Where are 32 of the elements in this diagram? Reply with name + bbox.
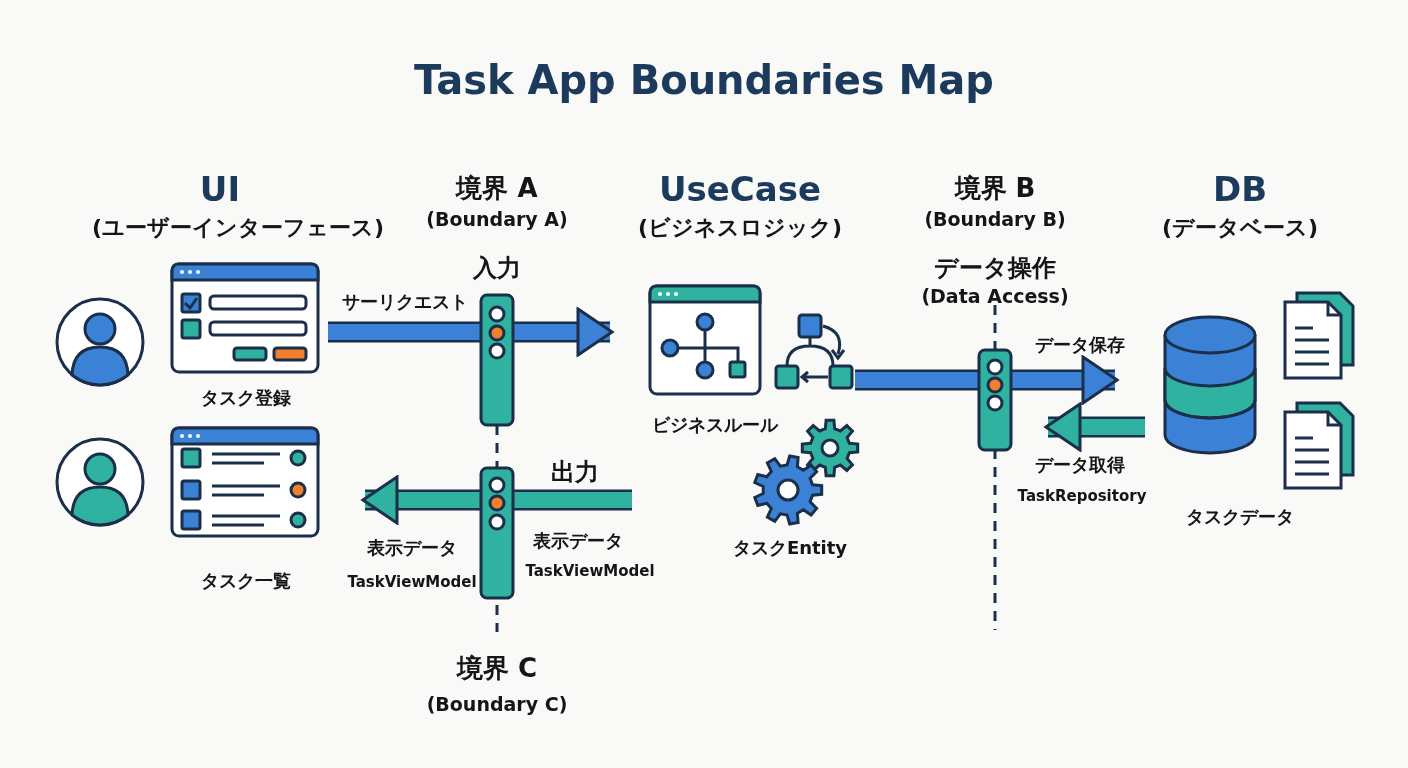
edge-label: データ取得 xyxy=(1033,455,1127,475)
arrow xyxy=(855,355,1119,405)
node-label: タスク一覧 xyxy=(201,571,291,591)
arrow xyxy=(1044,402,1145,452)
title: Task App Boundaries Map xyxy=(414,58,994,102)
edge-label: データ保存 xyxy=(1033,335,1127,355)
node-label: タスク登録 xyxy=(201,388,291,408)
flow-heading: 出力 xyxy=(551,458,599,486)
node-label: タスクEntity xyxy=(732,538,848,558)
column-subheading: (データベース) xyxy=(1161,215,1319,241)
data-label: 表示データ xyxy=(533,531,623,551)
column-subheading: (ユーザーインターフェース) xyxy=(91,215,385,241)
flow-heading: 入力 xyxy=(473,254,521,282)
flow-heading: データ操作 xyxy=(934,254,1056,282)
boundary-heading: 境界 C xyxy=(456,653,538,683)
flow-subheading: (Data Access) xyxy=(921,285,1069,307)
boundary-subheading: (Boundary C) xyxy=(426,693,568,715)
column-heading: UI xyxy=(199,171,241,209)
boundary-heading: 境界 A xyxy=(456,173,538,203)
boundary-heading: 境界 B xyxy=(954,173,1036,203)
node-label: タスクデータ xyxy=(1186,507,1294,527)
type-label: TaskViewModel xyxy=(347,573,477,591)
type-label: TaskViewModel xyxy=(525,562,655,580)
column-heading: DB xyxy=(1212,171,1268,209)
column-heading: UseCase xyxy=(658,171,822,209)
column-subheading: (ビジネスロジック) xyxy=(637,215,843,241)
boundary-subheading: (Boundary B) xyxy=(924,208,1066,230)
arrow xyxy=(361,475,632,525)
type-label: TaskRepository xyxy=(1017,487,1147,505)
node-label: ビジネスルール xyxy=(652,415,778,435)
arrow xyxy=(328,307,614,357)
boundary-subheading: (Boundary A) xyxy=(426,208,568,230)
